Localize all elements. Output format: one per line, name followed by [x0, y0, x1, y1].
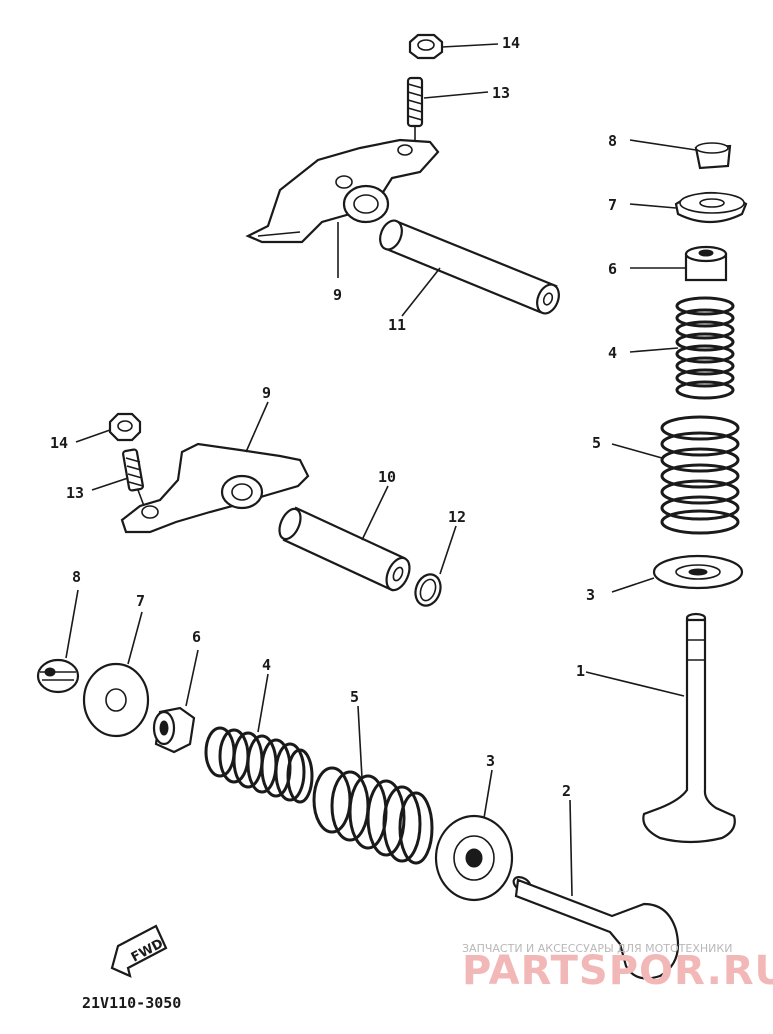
label-9-top: 9 — [333, 286, 342, 304]
part-4-inner-spring-left — [204, 673, 314, 804]
label-11: 11 — [388, 316, 406, 334]
part-13-adjust-screw-mid — [91, 448, 145, 507]
label-5-left: 5 — [350, 688, 359, 706]
label-4-left: 4 — [262, 656, 271, 674]
part-13-adjust-screw-top — [406, 76, 489, 144]
watermark-brand: PARTSPOR.RU — [462, 948, 773, 994]
part-3-spring-seat-right — [611, 554, 744, 593]
watermark-tagline: ЗАПЧАСТИ И АКСЕССУАРЫ ДЛЯ МОТОТЕХНИКИ — [462, 942, 732, 955]
part-14-nut-mid — [75, 412, 142, 443]
part-8-valve-cotter-right — [629, 139, 732, 170]
label-8-left: 8 — [72, 568, 81, 586]
label-3-left: 3 — [486, 752, 495, 770]
part-7-spring-retainer-left — [82, 611, 150, 738]
label-6-left: 6 — [192, 628, 201, 646]
part-8-valve-cotter-left — [36, 589, 80, 694]
part-3-spring-seat-left — [434, 769, 514, 902]
part-7-spring-retainer-right — [629, 192, 748, 224]
part-6-stem-seal-right — [630, 245, 728, 282]
label-8-right: 8 — [608, 132, 617, 150]
label-1: 1 — [576, 662, 585, 680]
part-12-o-ring — [414, 525, 457, 607]
part-6-stem-seal-left — [152, 649, 199, 754]
part-1-valve-vertical — [585, 612, 736, 844]
label-10: 10 — [378, 468, 396, 486]
part-5-outer-spring-left — [312, 705, 434, 865]
fwd-arrow-icon — [110, 924, 168, 978]
label-12: 12 — [448, 508, 466, 526]
part-10-rocker-shaft — [278, 485, 411, 592]
part-14-nut-top — [408, 33, 499, 60]
part-9-rocker-arm-top — [245, 138, 440, 278]
label-9-mid: 9 — [262, 384, 271, 402]
label-7-right: 7 — [608, 196, 617, 214]
label-3-right: 3 — [586, 586, 595, 604]
part-5-outer-spring-right — [611, 415, 740, 535]
label-13-top: 13 — [492, 84, 510, 102]
part-11-rocker-shaft — [379, 219, 560, 317]
label-4-right: 4 — [608, 344, 617, 362]
label-7-left: 7 — [136, 592, 145, 610]
diagram-code: 21V110-3050 — [82, 994, 181, 1012]
part-2-valve-diagonal — [512, 799, 680, 980]
label-5-right: 5 — [592, 434, 601, 452]
label-14-mid: 14 — [50, 434, 68, 452]
label-6-right: 6 — [608, 260, 617, 278]
label-2: 2 — [562, 782, 571, 800]
part-9-rocker-arm-mid — [120, 401, 310, 534]
part-4-inner-spring-right — [629, 296, 735, 400]
label-13-mid: 13 — [66, 484, 84, 502]
label-14-top: 14 — [502, 34, 520, 52]
